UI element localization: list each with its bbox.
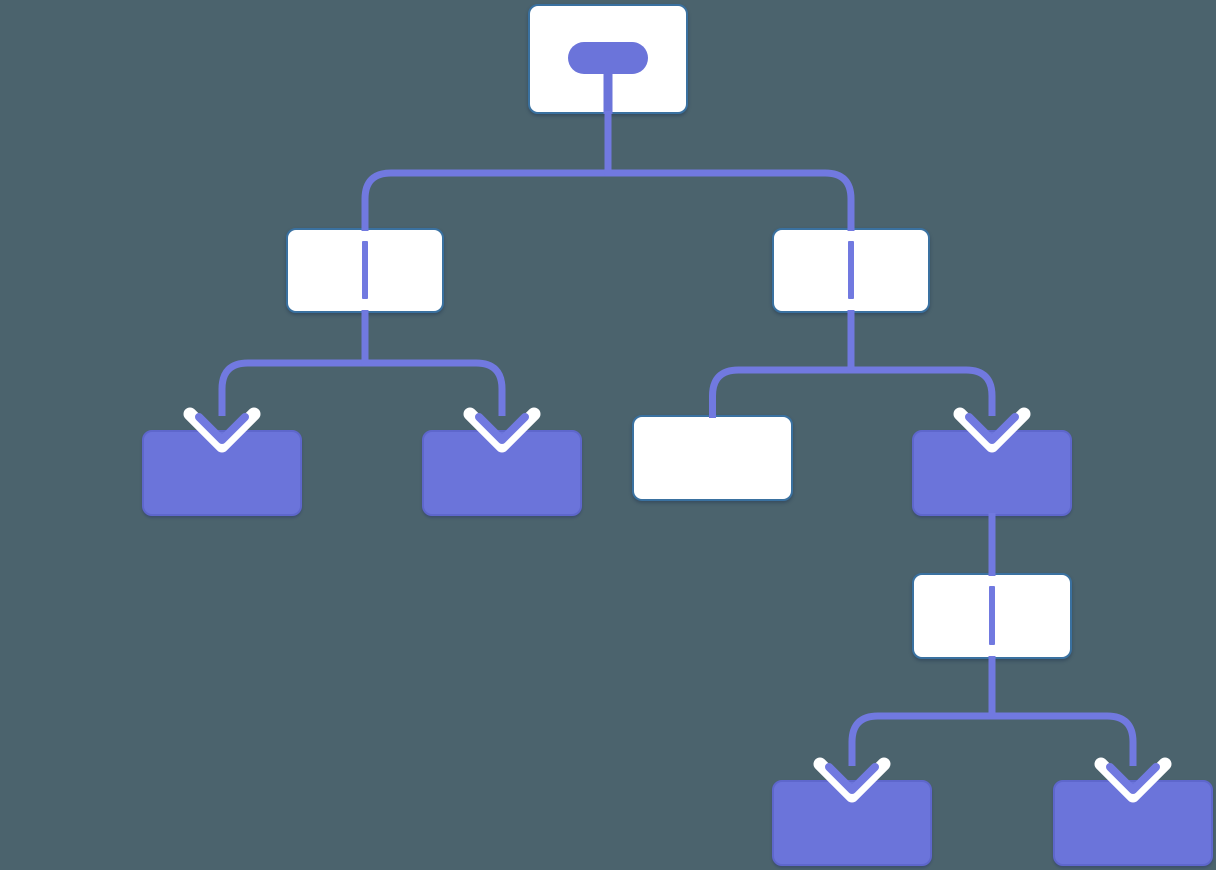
node-leaf-bottom-right[interactable] (1053, 780, 1213, 866)
node-branch-left[interactable] (286, 228, 444, 313)
edge-branch-left-to-leaf-far-left (218, 310, 369, 416)
vertical-connector-bar-icon (989, 586, 995, 645)
edge-branch-right-to-child-plain (709, 310, 855, 418)
node-branch-right[interactable] (772, 228, 930, 313)
node-leaf-mid-left[interactable] (422, 430, 582, 516)
edge-root-to-branch-left (361, 111, 612, 231)
node-root[interactable] (528, 4, 688, 114)
edge-branch-bottom-to-leaf-bottom-right (988, 656, 1137, 766)
node-leaf-bottom-left[interactable] (772, 780, 932, 866)
root-stem-icon (603, 70, 613, 114)
node-branch-bottom[interactable] (912, 573, 1072, 659)
node-leaf-right[interactable] (912, 430, 1072, 516)
node-child-plain[interactable] (632, 415, 793, 501)
vertical-connector-bar-icon (362, 241, 368, 299)
edge-branch-right-to-leaf-right (847, 310, 996, 416)
edge-root-to-branch-right (604, 111, 855, 231)
edge-branch-left-to-leaf-mid-left (361, 310, 506, 416)
root-pill-icon (568, 42, 648, 74)
node-leaf-far-left[interactable] (142, 430, 302, 516)
edge-branch-bottom-to-leaf-bottom-left (848, 656, 996, 766)
vertical-connector-bar-icon (848, 241, 854, 299)
